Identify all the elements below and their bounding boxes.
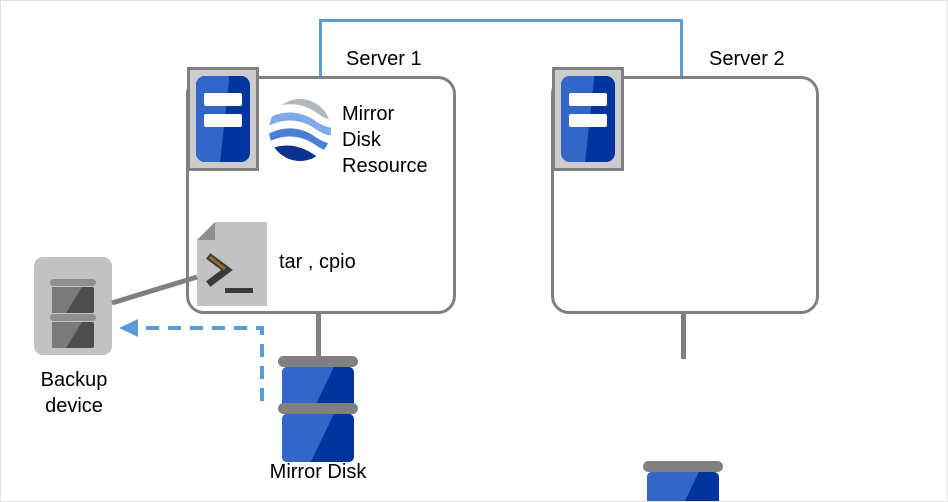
mirror-disk-2-icon[interactable] <box>643 461 723 501</box>
backup-data-flow-arrowhead <box>119 319 138 337</box>
server-tower-bar-top <box>203 93 243 107</box>
mirror-disk-1-label: Mirror Disk <box>269 461 367 483</box>
server-2-title: Server 2 <box>709 48 785 70</box>
disk-platter-top <box>647 472 719 501</box>
server-tower-bar-bottom <box>568 113 608 127</box>
backup-device-icon[interactable] <box>34 257 112 355</box>
backup-device-label-line2: device <box>45 395 103 417</box>
server-tower-bar-bottom <box>203 113 243 127</box>
globe-icon <box>267 97 333 163</box>
mirror-disk-resource-label-line3: Resource <box>342 155 428 177</box>
disk-platter-bottom <box>282 414 354 462</box>
server-1-title: Server 1 <box>346 48 422 70</box>
server-2-disk-wire <box>681 314 686 359</box>
server1-to-backup-device-line <box>111 274 198 306</box>
tar-cpio-label: tar , cpio <box>279 251 356 273</box>
server-tower-bar-top <box>568 93 608 107</box>
disk-cap-middle <box>278 403 358 414</box>
disk-cap-top <box>278 356 358 367</box>
interconnect-link <box>319 19 683 77</box>
server-1-disk-wire <box>316 314 321 359</box>
server-tower-icon-body <box>561 76 615 162</box>
disk-cap-top <box>643 461 723 472</box>
backup-device-label-line1: Backup <box>40 369 108 391</box>
script-document-icon <box>197 222 267 306</box>
server-tower-icon-body <box>196 76 250 162</box>
backup-data-flow-line <box>133 326 264 401</box>
mirror-disk-resource-label-line1: Mirror <box>342 103 395 125</box>
server-tower-icon <box>187 67 259 171</box>
mirror-disk-1-icon[interactable] <box>278 356 358 462</box>
mirror-disk-resource-label-line2: Disk <box>342 129 381 151</box>
server-tower-icon <box>552 67 624 171</box>
